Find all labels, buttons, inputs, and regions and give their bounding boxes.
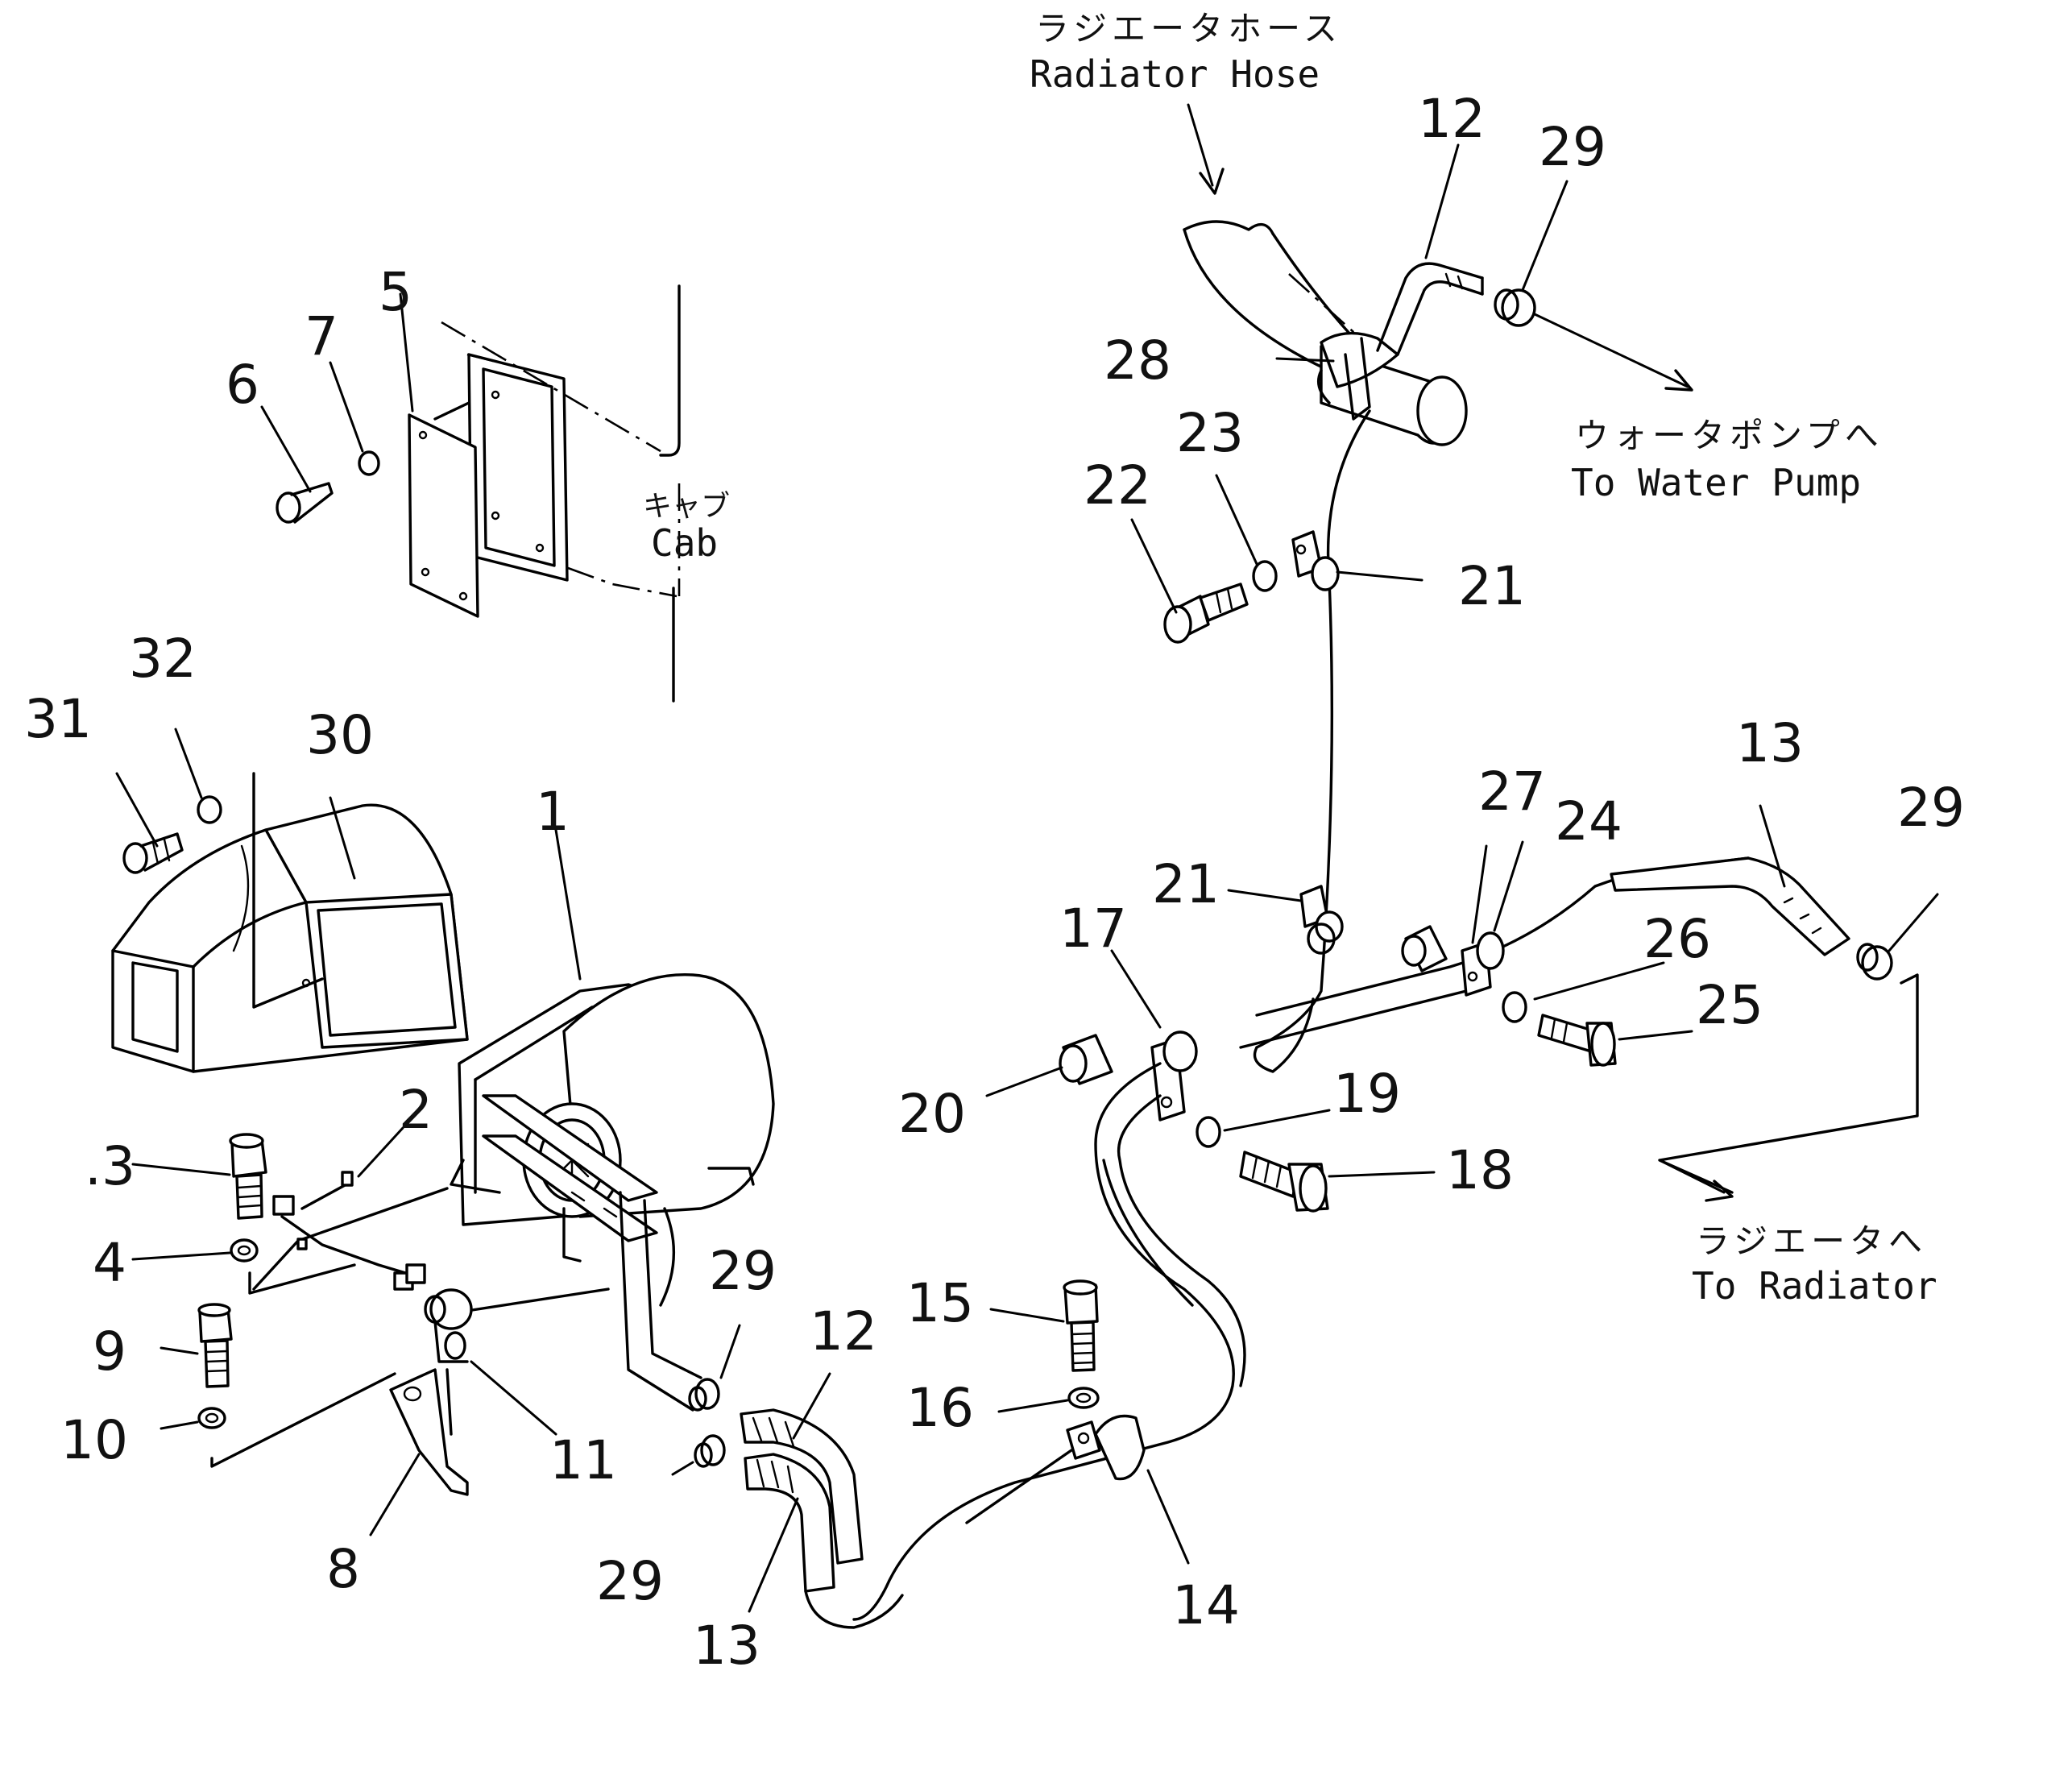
clip-part-21-upper bbox=[1291, 530, 1340, 591]
heater-pipes bbox=[450, 1191, 702, 1412]
washer-part-19 bbox=[1196, 1116, 1221, 1148]
clamp-part-14 bbox=[965, 1414, 1146, 1524]
callout-29-right: 29 bbox=[1897, 777, 1965, 839]
callout-3: .3 bbox=[85, 1135, 135, 1197]
callout-23: 23 bbox=[1176, 402, 1244, 464]
callout-17: 17 bbox=[1059, 898, 1127, 960]
callout-12-lower: 12 bbox=[810, 1300, 877, 1362]
callout-18: 18 bbox=[1446, 1139, 1514, 1201]
callout-28: 28 bbox=[1104, 330, 1171, 392]
hose-part-12-lower bbox=[740, 1062, 1246, 1621]
water-valve-part-11 bbox=[424, 1288, 473, 1363]
screw-part-6 bbox=[276, 482, 334, 524]
clamp-part-29-upper-left bbox=[688, 1378, 720, 1412]
note-cab-jp: キャブ bbox=[643, 490, 730, 523]
clamp-part-29-lower-left bbox=[694, 1434, 726, 1468]
callout-4: 4 bbox=[93, 1232, 126, 1294]
cover-plate bbox=[408, 413, 479, 618]
note-radiator-jp: ラジエータへ bbox=[1696, 1221, 1927, 1261]
note-radiator-hose-en: Radiator Hose bbox=[1030, 52, 1320, 96]
bolt-part-25 bbox=[1537, 1014, 1617, 1067]
radiator-arrow bbox=[1658, 1159, 1734, 1202]
callout-9: 9 bbox=[93, 1321, 126, 1383]
callout-25: 25 bbox=[1696, 974, 1763, 1036]
hose-part-12-top bbox=[1376, 262, 1484, 356]
callout-2: 2 bbox=[399, 1079, 433, 1141]
callout-29-upper-left: 29 bbox=[709, 1240, 777, 1302]
callout-14: 14 bbox=[1172, 1574, 1240, 1636]
washer-part-10 bbox=[197, 1407, 226, 1429]
bolt-part-15 bbox=[1063, 1279, 1099, 1372]
callout-22: 22 bbox=[1084, 454, 1151, 516]
leader-lines bbox=[115, 143, 1939, 1613]
callout-29-top: 29 bbox=[1539, 116, 1606, 178]
washer-part-4 bbox=[230, 1238, 259, 1263]
clip-part-17 bbox=[1150, 1030, 1198, 1122]
note-water-pump-en: To Water Pump bbox=[1571, 461, 1861, 504]
callout-8: 8 bbox=[326, 1538, 360, 1600]
bracket-part-8 bbox=[389, 1368, 469, 1496]
note-radiator-hose-jp: ラジエータホース bbox=[1035, 9, 1342, 48]
callout-21-upper: 21 bbox=[1458, 555, 1526, 617]
cab-outline bbox=[441, 284, 681, 703]
spacer-part-27 bbox=[1401, 925, 1448, 972]
heater-unit-part-1 bbox=[450, 972, 775, 1263]
callout-20: 20 bbox=[898, 1083, 966, 1145]
bolt-part-22 bbox=[1163, 583, 1249, 644]
callout-29-lower-left: 29 bbox=[596, 1550, 664, 1612]
note-water-pump-jp: ウォータポンプへ bbox=[1575, 416, 1883, 455]
radiator-hose-arrow bbox=[1187, 103, 1225, 195]
callout-30: 30 bbox=[306, 704, 374, 766]
clamp-part-29-right bbox=[1856, 943, 1893, 981]
callout-12-top: 12 bbox=[1418, 88, 1486, 150]
callout-6: 6 bbox=[226, 354, 259, 416]
clip-part-24 bbox=[1461, 931, 1505, 997]
bolt-part-18 bbox=[1239, 1151, 1329, 1213]
callout-15: 15 bbox=[906, 1272, 974, 1334]
duct-part-30 bbox=[111, 803, 469, 1073]
callout-19: 19 bbox=[1333, 1063, 1401, 1125]
washer-part-7 bbox=[358, 450, 380, 476]
callout-7: 7 bbox=[305, 305, 338, 367]
callout-numbers: 1 2 .3 4 5 6 7 8 9 10 11 12 12 13 13 14 … bbox=[24, 88, 1965, 1677]
callout-5: 5 bbox=[379, 261, 412, 323]
clip-part-21-lower bbox=[1299, 885, 1344, 955]
callout-13-lower: 13 bbox=[693, 1615, 760, 1677]
screw-part-31 bbox=[122, 832, 184, 874]
callout-1: 1 bbox=[536, 781, 570, 843]
bolt-part-3 bbox=[229, 1133, 267, 1220]
clamp-part-29-top bbox=[1494, 288, 1536, 327]
callout-16: 16 bbox=[906, 1377, 974, 1439]
callout-27: 27 bbox=[1478, 761, 1546, 823]
callout-31: 31 bbox=[24, 688, 92, 750]
water-pump-arrow bbox=[1533, 313, 1693, 392]
note-radiator-en: To Radiator bbox=[1692, 1264, 1937, 1308]
callout-24: 24 bbox=[1555, 790, 1622, 852]
spacer-part-20 bbox=[1059, 1034, 1113, 1085]
callout-10: 10 bbox=[60, 1409, 128, 1471]
washer-part-23 bbox=[1252, 560, 1278, 592]
callout-26: 26 bbox=[1643, 908, 1711, 970]
washer-part-26 bbox=[1502, 991, 1527, 1023]
washer-part-32 bbox=[197, 795, 222, 824]
callout-11: 11 bbox=[549, 1429, 617, 1491]
hose-part-13-lower bbox=[744, 1159, 1194, 1629]
callout-13-right: 13 bbox=[1736, 712, 1804, 774]
notes: ラジエータホース Radiator Hose ウォータポンプへ To Water… bbox=[643, 9, 1937, 1308]
callout-32: 32 bbox=[129, 628, 197, 690]
callout-21-lower: 21 bbox=[1152, 853, 1220, 915]
heater-return-pipe bbox=[1253, 409, 1371, 1073]
washer-part-16 bbox=[1067, 1387, 1100, 1409]
note-cab-en: Cab bbox=[651, 521, 718, 565]
bolt-part-9 bbox=[197, 1303, 233, 1388]
wire-harness-part-2 bbox=[252, 1171, 449, 1291]
